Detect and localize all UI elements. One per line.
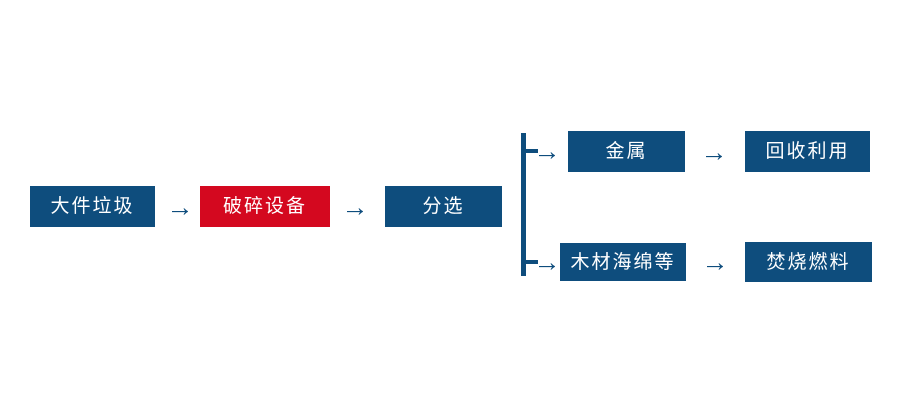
arrow-right-icon: → (701, 246, 729, 277)
node-label: 破碎设备 (222, 196, 307, 217)
node-label: 大件垃圾 (50, 196, 135, 217)
arrow-wood-sponge-to-fuel: → (698, 245, 732, 279)
arrow-right-icon: → (166, 191, 194, 222)
node-label: 分选 (422, 196, 465, 217)
node-metal[interactable]: 金属 (568, 131, 685, 172)
arrow-right-icon: → (533, 135, 561, 166)
arrow-sorting-to-metal: → (530, 134, 564, 168)
node-label: 金属 (605, 141, 648, 162)
branch-splitter-line (521, 133, 526, 276)
arrow-right-icon: → (341, 191, 369, 222)
arrow-metal-to-recycle: → (697, 135, 731, 169)
branch-stub-bottom (524, 260, 538, 264)
branch-stub-top (524, 149, 538, 153)
arrow-right-icon: → (533, 246, 561, 277)
arrow-right-icon: → (700, 136, 728, 167)
arrow-input-to-shredder: → (163, 190, 197, 224)
node-label: 焚烧燃料 (766, 251, 851, 273)
node-bulky-waste[interactable]: 大件垃圾 (30, 186, 155, 227)
node-wood-sponge[interactable]: 木材海绵等 (560, 243, 686, 281)
node-label: 木材海绵等 (570, 251, 676, 273)
arrow-sorting-to-wood-sponge: → (530, 245, 564, 279)
node-label: 回收利用 (765, 141, 850, 162)
node-recycle-utilization[interactable]: 回收利用 (745, 131, 870, 172)
node-sorting[interactable]: 分选 (385, 186, 502, 227)
node-incineration-fuel[interactable]: 焚烧燃料 (745, 242, 872, 282)
arrow-shredder-to-sorting: → (338, 190, 372, 224)
node-shredder-equipment[interactable]: 破碎设备 (200, 186, 330, 227)
